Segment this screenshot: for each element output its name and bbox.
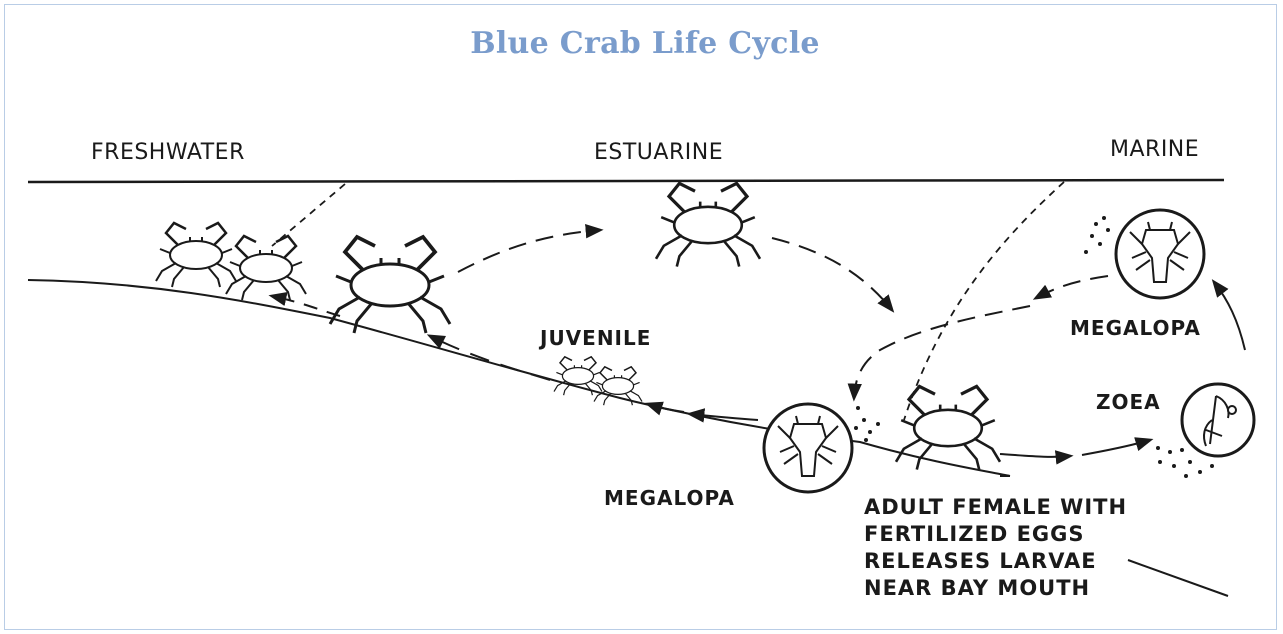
dashed-line-freshwater — [272, 184, 345, 246]
larvae-specks-bay — [854, 406, 880, 442]
crab-adult-female — [896, 386, 1000, 469]
water-surface-line — [28, 180, 1224, 182]
crab-freshwater-2 — [226, 236, 306, 300]
arrow-megalopa-inbound — [1036, 276, 1108, 298]
arrow-release-larvae-b — [1082, 440, 1150, 455]
crab-freshwater-1 — [156, 223, 236, 287]
zoea-circle — [1182, 384, 1254, 456]
note-line-4: NEAR BAY MOUTH — [864, 575, 1127, 602]
note-line-2: FERTILIZED EGGS — [864, 521, 1127, 548]
crab-juvenile-2 — [594, 367, 642, 405]
arrow-to-adult — [458, 230, 600, 272]
stage-label-megalopa-marine: MEGALOPA — [1070, 316, 1201, 340]
megalopa-estuary-circle — [764, 404, 852, 492]
crab-juvenile-1 — [554, 357, 602, 395]
stage-label-megalopa-estuary: MEGALOPA — [604, 486, 735, 510]
crab-adult-estuarine — [656, 183, 760, 266]
megalopa-marine-circle — [1116, 210, 1204, 298]
note-line-3: RELEASES LARVAE — [864, 548, 1127, 575]
note-line-1: ADULT FEMALE WITH — [864, 494, 1127, 521]
dashed-line-bay-mouth — [904, 182, 1064, 420]
arrow-zoea-to-megalopa — [1214, 282, 1245, 350]
adult-female-note: ADULT FEMALE WITH FERTILIZED EGGS RELEAS… — [864, 494, 1127, 602]
stage-label-zoea: ZOEA — [1096, 390, 1161, 414]
note-pointer-line — [1128, 560, 1228, 596]
arrow-megalopa-to-juvenile-b — [648, 404, 684, 412]
arrow-to-estuary-megalopa — [854, 306, 1030, 398]
larvae-specks-marine — [1084, 216, 1110, 254]
arrow-adult-to-spawning — [772, 238, 892, 310]
crab-large-adult — [330, 237, 450, 333]
bay-bottom-profile — [28, 280, 1010, 476]
arrow-release-larvae-a — [1000, 454, 1070, 457]
stage-label-juvenile: JUVENILE — [540, 326, 651, 350]
